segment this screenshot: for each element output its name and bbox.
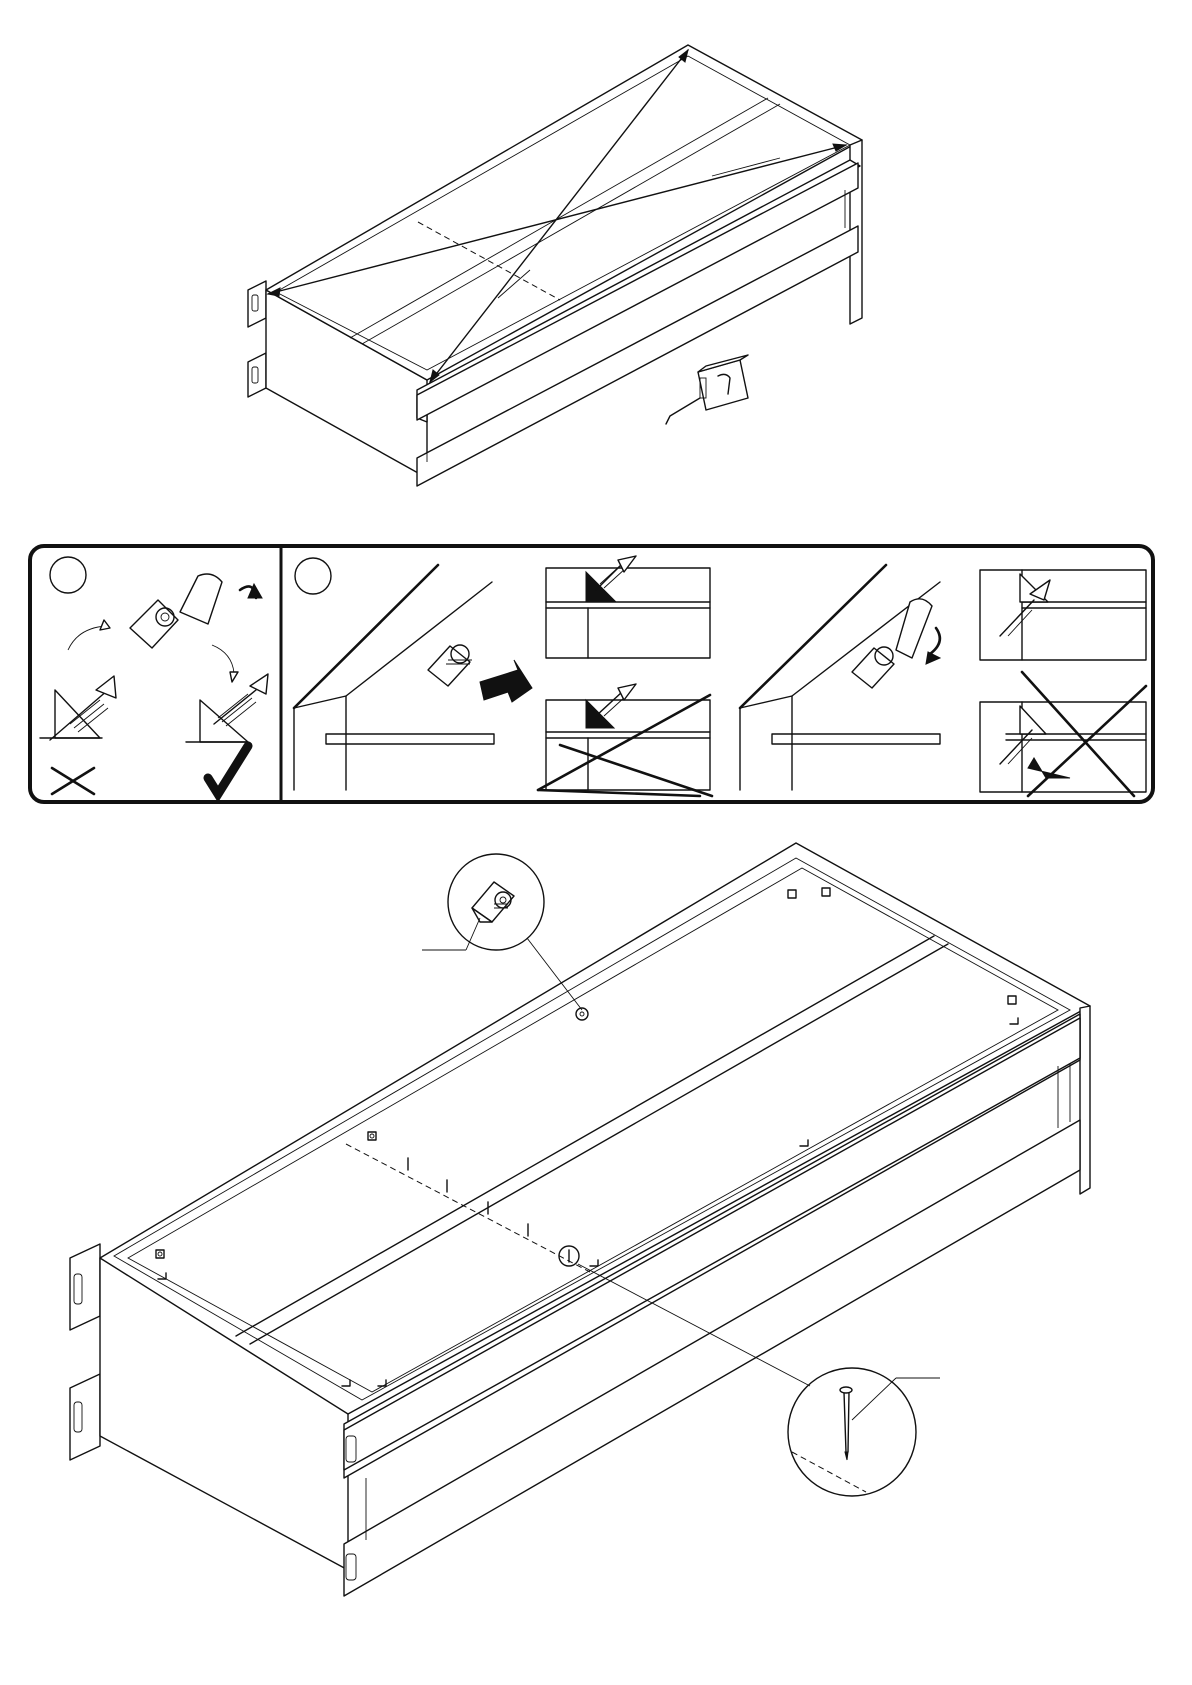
bottom-cabinet-drawing	[70, 843, 1090, 1596]
left-rail-ends	[248, 281, 266, 397]
left-rail-ends	[70, 1244, 100, 1460]
top-cabinet-drawing	[248, 45, 862, 486]
right-end-panel	[1080, 1006, 1090, 1194]
instruction-panel	[30, 546, 1153, 802]
tape-measure-icon	[666, 355, 748, 424]
